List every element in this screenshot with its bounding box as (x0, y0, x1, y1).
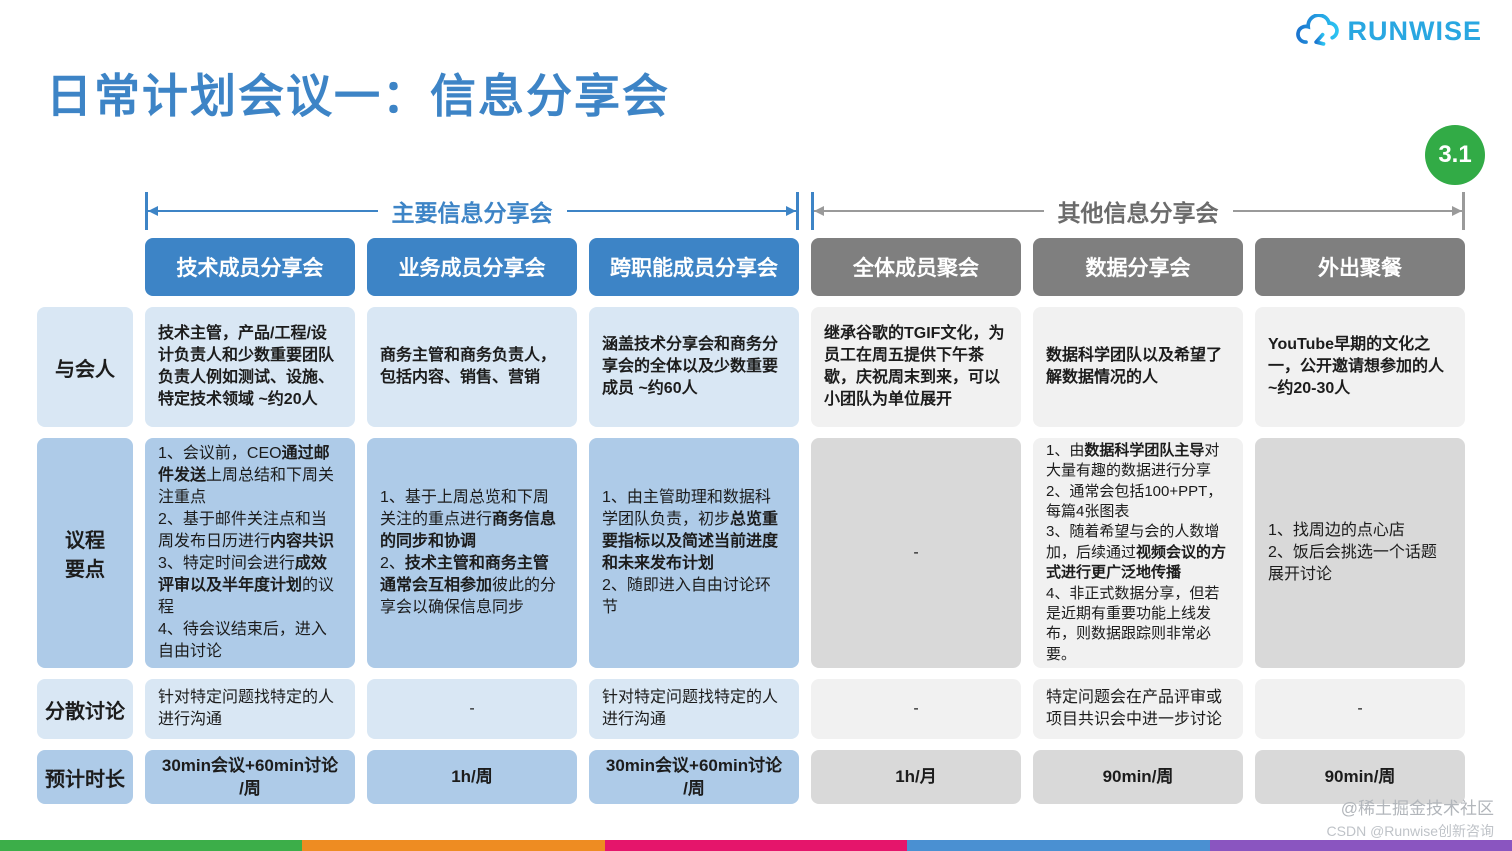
agenda-cell: 1、基于上周总览和下周关注的重点进行商务信息的同步和协调 2、技术主管和商务主管… (367, 438, 577, 668)
column-header-tech: 技术成员分享会 (145, 238, 355, 296)
breakout-cell: 特定问题会在产品评审或项目共识会中进一步讨论 (1033, 679, 1243, 739)
duration-cell: 1h/月 (811, 750, 1021, 804)
agenda-cell: - (811, 438, 1021, 668)
logo-text: RUNWISE (1347, 15, 1482, 46)
breakout-cell: 针对特定问题找特定的人进行沟通 (145, 679, 355, 739)
attendees-cell: 商务主管和商务负责人，包括内容、销售、营销 (367, 307, 577, 427)
column-header-crossfunc: 跨职能成员分享会 (589, 238, 799, 296)
bracket-tick (1462, 192, 1465, 230)
row-label-breakout: 分散讨论 (37, 679, 133, 739)
watermark-line1: @稀土掘金技术社区 (1340, 799, 1494, 818)
agenda-cell: 1、由主管助理和数据科学团队负责，初步总览重要指标以及简述当前进度和未来发布计划… (589, 438, 799, 668)
attendees-cell: 继承谷歌的TGIF文化，为员工在周五提供下午茶歇，庆祝周末到来，可以小团队为单位… (811, 307, 1021, 427)
bracket-line-right (1232, 206, 1462, 216)
attendees-cell: YouTube早期的文化之一，公开邀请想参加的人 ~约20-30人 (1255, 307, 1465, 427)
column-header-outing: 外出聚餐 (1255, 238, 1465, 296)
stripe-segment (604, 840, 908, 851)
attendees-cell: 技术主管，产品/工程/设计负责人和少数重要团队负责人例如测试、设施、特定技术领域… (145, 307, 355, 427)
agenda-cell: 1、由数据科学团队主导对大量有趣的数据进行分享 2、通常会包括100+PPT，每… (1033, 438, 1243, 668)
bottom-color-stripe (0, 840, 1512, 851)
duration-cell: 30min会议+60min讨论 /周 (145, 750, 355, 804)
attendees-cell: 数据科学团队以及希望了解数据情况的人 (1033, 307, 1243, 427)
bracket-line-right (566, 206, 796, 216)
watermark-line2: CSDN @Runwise创新咨询 (1326, 823, 1494, 839)
duration-cell: 30min会议+60min讨论 /周 (589, 750, 799, 804)
bracket-tick (811, 192, 814, 230)
group-brackets: 主要信息分享会 其他信息分享会 (37, 185, 1465, 237)
column-header-business: 业务成员分享会 (367, 238, 577, 296)
breakout-cell: - (1255, 679, 1465, 739)
stripe-segment (302, 840, 605, 851)
duration-cell: 90min/周 (1033, 750, 1243, 804)
group-other-bracket: 其他信息分享会 (811, 185, 1465, 237)
group-main-bracket: 主要信息分享会 (145, 185, 799, 237)
agenda-cell: 1、会议前，CEO通过邮件发送上周总结和下周关注重点 2、基于邮件关注点和当周发… (145, 438, 355, 668)
stripe-segment (1209, 840, 1512, 851)
row-label-agenda: 议程 要点 (37, 438, 133, 668)
bracket-tick (145, 192, 148, 230)
cloud-icon (1295, 14, 1339, 46)
runwise-logo: RUNWISE (1294, 14, 1483, 48)
stripe-segment (0, 840, 303, 851)
breakout-cell: - (367, 679, 577, 739)
group-main-label: 主要信息分享会 (391, 200, 553, 226)
watermark: @稀土掘金技术社区 CSDN @Runwise创新咨询 (1327, 794, 1494, 841)
column-header-allhands: 全体成员聚会 (811, 238, 1021, 296)
column-header-data: 数据分享会 (1033, 238, 1243, 296)
bracket-tick (796, 192, 799, 230)
breakout-cell: - (811, 679, 1021, 739)
page-title: 日常计划会议一：信息分享会 (46, 70, 670, 122)
breakout-cell: 针对特定问题找特定的人进行沟通 (589, 679, 799, 739)
row-label-attendees: 与会人 (37, 307, 133, 427)
section-number-badge: 3.1 (1425, 125, 1485, 185)
duration-cell: 90min/周 (1255, 750, 1465, 804)
corner-spacer (37, 238, 133, 296)
meeting-table: 技术成员分享会 业务成员分享会 跨职能成员分享会 全体成员聚会 数据分享会 外出… (37, 238, 1465, 804)
group-other-label: 其他信息分享会 (1057, 200, 1219, 226)
agenda-cell: 1、找周边的点心店 2、饭后会挑选一个话题展开讨论 (1255, 438, 1465, 668)
bracket-line-left (814, 206, 1044, 216)
attendees-cell: 涵盖技术分享会和商务分享会的全体以及少数重要成员 ~约60人 (589, 307, 799, 427)
stripe-segment (907, 840, 1210, 851)
duration-cell: 1h/周 (367, 750, 577, 804)
bracket-line-left (148, 206, 378, 216)
row-label-duration: 预计时长 (37, 750, 133, 804)
